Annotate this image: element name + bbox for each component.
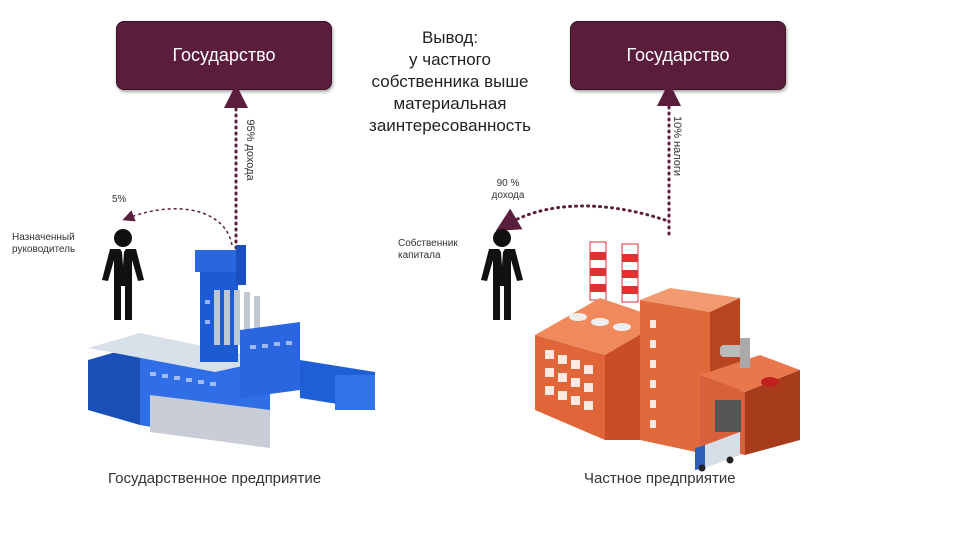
state-box-left: Государство bbox=[116, 21, 332, 90]
arrow-to-manager bbox=[122, 208, 233, 246]
truck-icon bbox=[695, 432, 740, 472]
manager-label-line-1: Назначенный bbox=[12, 232, 75, 243]
manager-share-label: 5% bbox=[112, 194, 127, 205]
owner-label: Собственник капитала bbox=[398, 238, 458, 262]
owner-share-line-1: 90 % bbox=[496, 178, 520, 189]
state-factory-icon bbox=[88, 245, 375, 448]
person-icon bbox=[481, 229, 523, 320]
conclusion-text: Вывод: у частного собственника выше мате… bbox=[345, 27, 555, 137]
state-enterprise-caption: Государственное предприятие bbox=[108, 470, 322, 487]
arrow-to-owner bbox=[495, 204, 667, 232]
state-box-right: Государство bbox=[570, 21, 786, 90]
conclusion-line-4: материальная bbox=[393, 94, 507, 113]
conclusion-line-5: заинтересованность bbox=[369, 116, 531, 135]
private-enterprise-caption: Частное предприятие bbox=[584, 470, 736, 487]
conclusion-line-3: собственника выше bbox=[371, 72, 529, 91]
owner-label-line-1: Собственник bbox=[398, 238, 458, 249]
state-box-left-label: Государство bbox=[172, 45, 276, 65]
conclusion-line-2: у частного bbox=[409, 50, 491, 69]
state-share-right-label: 10% налоги bbox=[671, 115, 683, 177]
manager-label: Назначенный руководитель bbox=[12, 232, 75, 256]
state-share-left-label: 95% дохода bbox=[244, 119, 256, 181]
conclusion-line-1: Вывод: bbox=[421, 28, 479, 47]
private-factory-icon bbox=[535, 241, 800, 455]
state-box-right-label: Государство bbox=[626, 45, 730, 65]
owner-share-line-2: дохода bbox=[491, 190, 525, 201]
manager-label-line-2: руководитель bbox=[12, 244, 76, 255]
owner-share-label: 90 % дохода bbox=[486, 178, 530, 202]
owner-label-line-2: капитала bbox=[398, 250, 441, 261]
person-icon bbox=[102, 229, 144, 320]
